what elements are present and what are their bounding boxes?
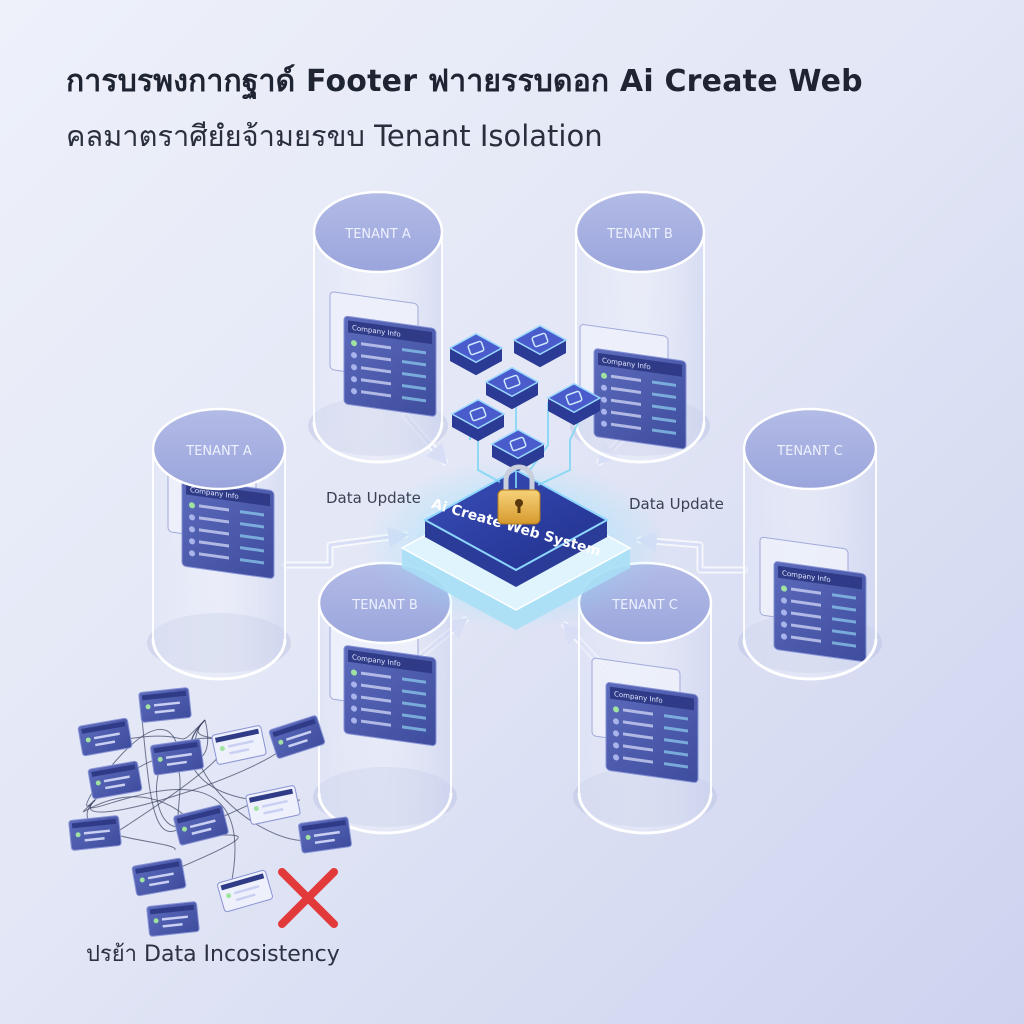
scattered-card [146, 901, 200, 937]
scattered-card [150, 738, 204, 776]
scattered-card [68, 815, 122, 851]
tenant-b-top-cylinder: Company Info TENANT B [570, 190, 710, 464]
page-subtitle: คลมาตราศียํยจ้ามยรขบ Tenant Isolation [66, 119, 603, 153]
tenant-data-card: Company Info [329, 291, 437, 417]
scattered-card [268, 715, 326, 759]
database-icon [484, 366, 540, 410]
tenant-label: TENANT B [606, 227, 673, 242]
arrow-1 [635, 530, 745, 572]
scattered-card [245, 785, 301, 825]
tenant-c-right-cylinder: Company Info TENANT C [738, 407, 882, 681]
inconsistency-cluster [68, 687, 352, 937]
document-icon [448, 332, 504, 376]
tenant-label: TENANT A [185, 444, 252, 459]
document-icon [450, 398, 506, 442]
tenant-data-card: Company Info [759, 536, 867, 663]
document-icon [546, 382, 602, 426]
scattered-card [211, 725, 267, 765]
flow-label-right: Data Update [629, 495, 724, 513]
cross-icon [278, 868, 338, 928]
scattered-card [217, 869, 273, 913]
page-title: การบรพงกากฐาด์ Footer ฟาายรรบดอก Ai Crea… [66, 64, 863, 99]
tenant-a-top-cylinder: Company Info TENANT A [308, 190, 448, 464]
scattered-card [173, 804, 229, 846]
tenant-label: TENANT C [611, 598, 678, 613]
scattered-card [138, 687, 192, 723]
tenant-label: TENANT B [351, 598, 418, 613]
central-system: Ai Create Web System [366, 324, 666, 630]
flow-label-left: Data Update [326, 489, 421, 507]
document-icon [512, 324, 568, 368]
lock-icon [497, 464, 541, 525]
scattered-card [87, 760, 143, 800]
tenant-label: TENANT C [776, 444, 843, 459]
tenant-data-card: Company Info [579, 324, 687, 450]
scattered-card [77, 717, 133, 757]
problem-caption: ปรย้า Data Incosistency [86, 942, 340, 967]
tenant-data-card: Company Info [591, 657, 699, 783]
database-icon [490, 428, 546, 472]
scattered-card [298, 816, 352, 854]
tenant-label: TENANT A [344, 227, 411, 242]
tenant-c-bottom-cylinder: Company Info TENANT C [573, 561, 717, 835]
scattered-card [131, 857, 187, 897]
